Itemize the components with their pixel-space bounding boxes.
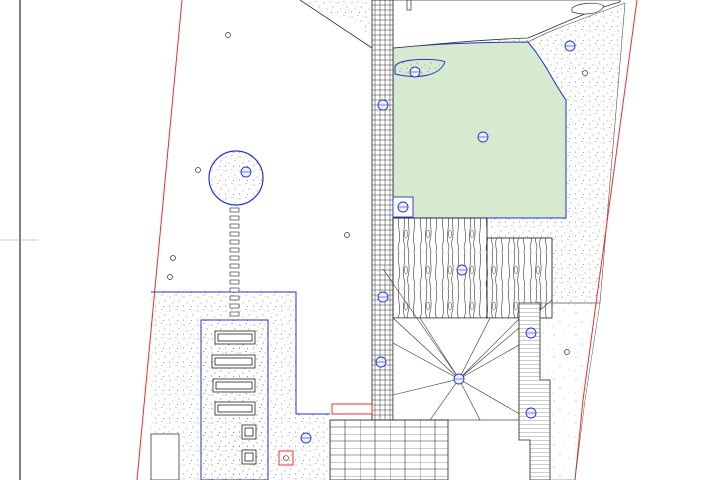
plaza-area — [392, 317, 520, 421]
circle-marker-icon — [525, 407, 537, 419]
tree-circle — [208, 150, 264, 206]
shrub-north — [394, 58, 446, 77]
path-end-red — [331, 403, 373, 415]
circle-marker-icon — [477, 131, 489, 143]
red-marker-dot — [283, 455, 289, 461]
property-line-west — [136, 0, 183, 480]
circle-marker-icon — [456, 264, 468, 276]
shrub-north-east — [571, 2, 605, 15]
survey-points — [167, 32, 588, 355]
plan-markers — [240, 40, 576, 444]
gravel-bed-south-east — [539, 302, 601, 480]
circle-marker-icon — [240, 166, 252, 178]
gate-post — [406, 0, 412, 11]
circle-marker-icon — [375, 356, 387, 368]
circle-marker-icon — [453, 373, 465, 385]
circle-marker-icon — [377, 99, 389, 111]
paving-south — [329, 419, 449, 480]
garden-border — [151, 291, 330, 415]
north-outline — [299, 0, 373, 49]
terrace-west — [150, 433, 180, 480]
circle-marker-icon — [397, 201, 409, 213]
deck-wood-upper — [392, 217, 488, 319]
circle-marker-icon — [409, 66, 421, 78]
radiating-lines — [382, 268, 553, 421]
planter-bed — [200, 319, 269, 480]
red-marker-box — [278, 450, 294, 466]
circle-marker-icon — [525, 327, 537, 339]
circle-marker-icon — [564, 40, 576, 52]
stepping-stones — [229, 207, 240, 317]
circle-marker-icon — [300, 432, 312, 444]
circle-marker-icon — [377, 291, 389, 303]
planter-boxes — [211, 330, 257, 465]
